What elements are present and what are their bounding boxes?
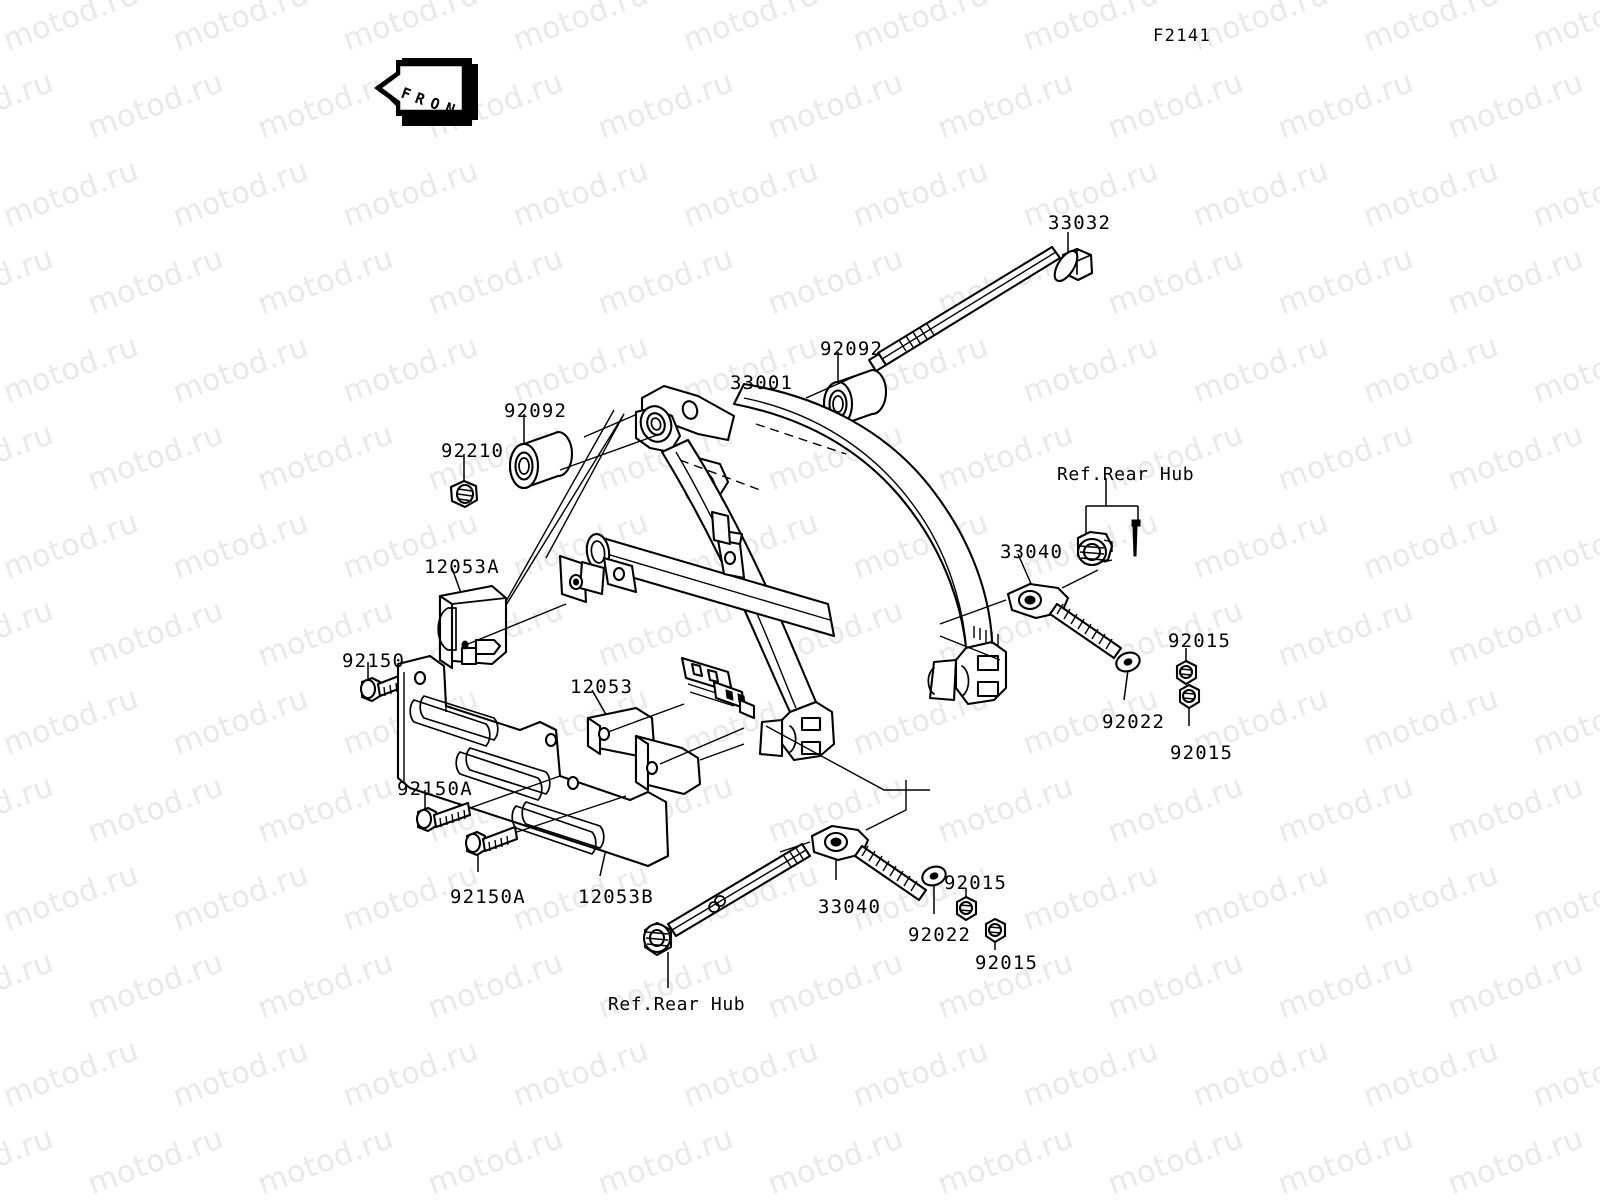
callout-sleeve-left: 92092 (504, 400, 568, 422)
part-92150A-bolt-center (464, 795, 627, 872)
exploded-leader-lines (559, 374, 1001, 791)
part-92015-nut-bottom-upper (955, 888, 978, 922)
part-92015-nut-right-upper (1175, 648, 1198, 686)
part-92022-washer-bottom (921, 865, 947, 914)
callout-swingarm: 33001 (730, 372, 794, 394)
callout-bolt-center-lower: 92150A (450, 886, 526, 908)
callout-washer-bottom: 92022 (908, 924, 972, 946)
callout-chain-adjuster-upper: 33040 (1000, 541, 1064, 563)
callout-nut-right-lower: 92015 (1170, 742, 1234, 764)
part-92022-washer-right (1115, 651, 1141, 701)
callout-ref-rear-hub-upper: Ref.Rear Hub (1057, 464, 1195, 485)
part-92015-nut-bottom-lower (984, 917, 1007, 950)
callout-sleeve-upper: 92092 (820, 338, 884, 360)
sheet-code: F2141 (1153, 26, 1212, 46)
ref-rear-hub-upper-group (1076, 478, 1141, 567)
callout-nut-bottom-upper: 92015 (944, 872, 1008, 894)
callout-bolt-left-lower: 92150A (397, 778, 473, 800)
front-direction-badge: F R O N T (374, 58, 478, 126)
callout-nut: 92210 (441, 440, 505, 462)
callout-nut-bottom-lower: 92015 (975, 952, 1039, 974)
callout-chain-guide-bracket: 12053A (424, 556, 500, 578)
ref-rear-hub-bottom-group (642, 842, 812, 988)
part-33001-swingarm (558, 382, 1008, 762)
callout-washer-right: 92022 (1102, 711, 1166, 733)
part-92150A-bolt-left (415, 775, 561, 833)
callout-chain-slider: 12053 (570, 676, 634, 698)
part-12053-chain-slider (586, 689, 745, 796)
part-33032-pivot-shaft (867, 232, 1094, 373)
part-33040-adjuster-right (939, 553, 1123, 660)
part-33040-adjuster-bottom (779, 780, 928, 902)
part-92015-nut-right-lower (1178, 683, 1201, 726)
callout-nut-right-upper: 92015 (1168, 630, 1232, 652)
part-12053A-guide-bracket (437, 567, 567, 670)
callout-pivot-shaft-bolt: 33032 (1048, 212, 1112, 234)
part-92092-sleeve-left (508, 414, 574, 490)
callout-bolt-upper: 92150 (342, 650, 406, 672)
front-arrow-icon: F R O N T (374, 58, 478, 126)
part-12053B-chain-guard (396, 654, 670, 877)
callout-chain-adjuster-lower: 33040 (818, 896, 882, 918)
swingarm-slider-pads (680, 656, 756, 720)
callout-chain-guard: 12053B (578, 886, 654, 908)
part-92210-nut (449, 454, 479, 509)
callout-ref-rear-hub-lower: Ref.Rear Hub (608, 994, 746, 1015)
